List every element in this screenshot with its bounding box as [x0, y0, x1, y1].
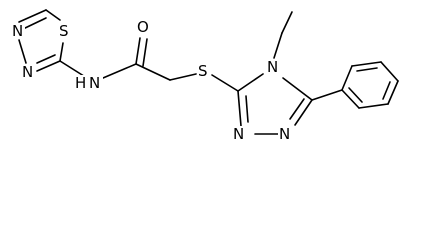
bond-carbonyl-o-double-inner [142, 38, 148, 67]
bond-nh-carbonyl [102, 63, 137, 79]
atom-n-triazole-1: N [279, 125, 290, 143]
bond-ph-inner-1 [356, 67, 378, 72]
bond-ch2-ch3 [281, 11, 293, 34]
bond-c2-s1 [45, 9, 61, 21]
bond-n3-c2-double-inner [22, 17, 47, 30]
bond-ph-c1-c2 [341, 65, 353, 91]
bond-ph-c5-c6 [358, 103, 389, 109]
bond-c3-n4 [237, 73, 264, 92]
bond-ph-c3-c4 [380, 61, 399, 82]
atom-label-layer: N N S N H O S N N N [11, 18, 293, 143]
bond-n4-n3 [18, 39, 27, 64]
bond-carbonyl-ch2 [135, 63, 171, 81]
atom-h-amide: H [75, 74, 86, 92]
bond-c5-phenyl [311, 89, 343, 101]
atom-s-thioether: S [198, 62, 208, 80]
bond-n2-c3-double-inner [245, 95, 249, 123]
bond-c5-n4-double-inner [36, 54, 56, 64]
bond-ph-inner-2 [382, 81, 391, 100]
bond-c5-n1-double-inner [289, 98, 305, 120]
atom-n-amide: N [89, 74, 100, 92]
bond-ph-c2-c3 [351, 61, 382, 67]
bond-n4-ch2 [273, 32, 283, 59]
atom-n-thiadiazole-top: N [12, 22, 23, 40]
bond-n3-c2-double [18, 9, 47, 23]
bond-n4-c5 [282, 77, 313, 101]
bond-ph-c4-c5 [387, 80, 399, 105]
bond-ph-c6-c1 [341, 89, 360, 109]
bond-carbonyl-o-double [135, 37, 141, 65]
molecule-structure: N N S N H O S N N N [11, 9, 399, 143]
bond-n2-c3-double [237, 90, 242, 127]
bond-c5-n4-double [36, 60, 61, 72]
bond-ph-inner-3 [348, 87, 363, 103]
bond-layer [18, 9, 399, 135]
atom-s-thiadiazole: S [59, 22, 69, 40]
bond-ch2-s [169, 73, 197, 81]
bond-s-c3 [211, 74, 239, 92]
atom-n-triazole-4: N [267, 58, 278, 76]
atom-n-triazole-2: N [233, 125, 244, 143]
bond-c5-n1-double [294, 99, 313, 126]
atom-o-carbonyl: O [137, 18, 149, 36]
atom-n-thiadiazole-bottom: N [22, 63, 33, 81]
bond-s1-c5 [59, 42, 64, 62]
